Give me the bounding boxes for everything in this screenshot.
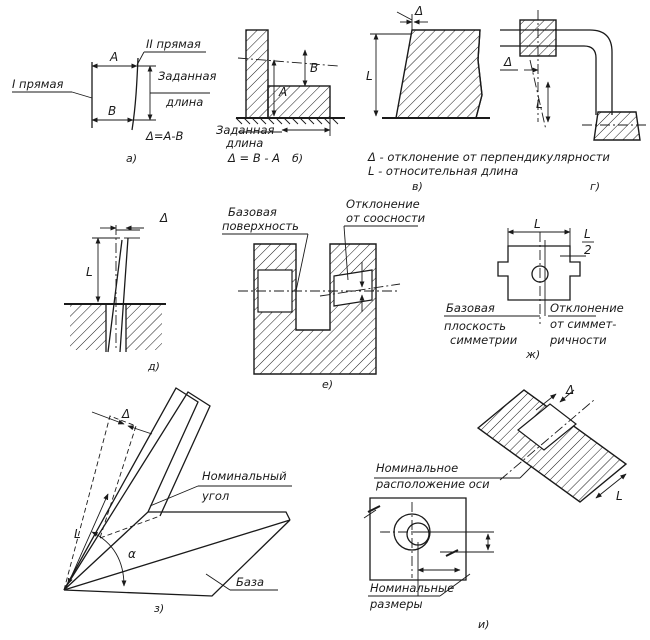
wall-section: [245, 29, 269, 119]
formula-a: Δ=A-B: [145, 129, 184, 143]
legend-length: L - относительная длина: [368, 164, 518, 178]
panel-a: I прямая II прямая A B Заданная длина Δ=…: [12, 37, 217, 165]
ground-left: [70, 304, 106, 350]
label-delta-d: Δ: [159, 211, 168, 225]
caption-v: в): [412, 180, 423, 193]
label-delta-i: Δ: [565, 383, 574, 397]
label-B: B: [108, 104, 116, 118]
label-L-z: L: [74, 527, 81, 541]
panel-d: Δ L д): [64, 211, 168, 373]
label-sizes-2: размеры: [369, 597, 423, 611]
block-section: [395, 29, 483, 119]
axis-line-b: [237, 57, 339, 67]
formula-b: Δ = B - A: [227, 151, 280, 165]
caption-i: и): [478, 618, 489, 631]
panel-zh: L L 2 Базовая плоскость симметрии Отклон…: [444, 217, 624, 361]
base-plane: [63, 519, 291, 597]
label-axis-1: Номинальное: [376, 461, 458, 475]
label-dev-zh-1: Отклонение: [550, 301, 624, 315]
label-nominal-2: угол: [201, 489, 230, 503]
label-dev-e-2: от соосности: [346, 211, 426, 225]
angle-arc: [91, 531, 127, 587]
label-L-d: L: [86, 265, 93, 279]
dim-delta-i: [559, 389, 575, 403]
plate-outline: [369, 497, 467, 581]
label-line-I: I прямая: [12, 77, 64, 91]
legend-deviation: Δ - отклонение от перпендикулярности: [367, 150, 610, 164]
label-given-2: длина: [165, 95, 203, 109]
symmetric-part: [497, 245, 581, 301]
label-L-zh: L: [534, 217, 541, 231]
label-delta-v: Δ: [414, 4, 423, 18]
label-delta-z: Δ: [121, 407, 130, 421]
right-bore: [333, 269, 373, 307]
label-L-i: L: [616, 489, 623, 503]
panel-v: Δ L в): [366, 4, 490, 193]
label-L-g: L: [536, 97, 543, 111]
label-given-b-2: длина: [225, 136, 263, 150]
straight-line-II: [131, 57, 139, 131]
label-axis-2: расположение оси: [375, 477, 490, 491]
label-L-v: L: [366, 69, 373, 83]
caption-zh: ж): [525, 348, 540, 361]
tilted-bore: [517, 403, 577, 451]
label-alpha: α: [128, 547, 136, 561]
tilted-part-section: [476, 389, 628, 503]
pin-outline: [107, 237, 129, 353]
label-given-b-1: Заданная: [216, 123, 275, 137]
caption-g: г): [590, 180, 600, 193]
dim-L-z: [67, 493, 109, 585]
label-half-bottom: 2: [584, 243, 592, 257]
arm-outline: [500, 29, 613, 115]
dim-delta-z: [127, 425, 153, 435]
label-dev-zh-3: ричности: [549, 333, 607, 347]
nominal-axis: [499, 399, 595, 481]
plate-section: [267, 85, 331, 119]
label-base-zh-2: плоскость: [444, 319, 506, 333]
caption-a: а): [126, 152, 137, 165]
label-half-top: L: [584, 227, 591, 241]
label-base-e-1: Базовая: [228, 205, 277, 219]
nominal-plane: [63, 415, 137, 591]
offset-axis-e: [319, 283, 401, 297]
ground-right: [126, 304, 162, 350]
caption-z: з): [154, 602, 164, 615]
panel-b: A B Заданная длина Δ = B - A б): [216, 29, 345, 165]
dim-L-i: [595, 473, 627, 499]
panel-g: Δ L г): [500, 10, 646, 193]
label-dev-zh-2: от симмет-: [550, 317, 616, 331]
caption-d: д): [147, 360, 160, 373]
label-A-b: A: [278, 85, 287, 99]
label-base-zh-1: Базовая: [446, 301, 495, 315]
label-delta-g: Δ: [503, 55, 512, 69]
label-sizes-1: Номинальные: [370, 581, 454, 595]
panel-e: Базовая поверхность Отклонение от соосно…: [222, 197, 426, 391]
label-base-zh-3: симметрии: [450, 333, 518, 347]
label-base-z: База: [236, 575, 264, 589]
foot-section: [593, 111, 641, 141]
label-given-1: Заданная: [158, 69, 217, 83]
section-mark-left: [363, 509, 377, 519]
caption-e: е): [322, 378, 333, 391]
label-nominal-1: Номинальный: [202, 469, 287, 483]
label-line-II: II прямая: [146, 37, 201, 51]
label-dev-e-1: Отклонение: [346, 197, 420, 211]
caption-b: б): [292, 152, 303, 165]
panel-z: Δ L α Номинальный угол База з): [63, 387, 292, 615]
label-base-e-2: поверхность: [222, 219, 299, 233]
section-mark-right: [445, 549, 459, 557]
label-B-b: B: [310, 61, 318, 75]
label-A: A: [109, 50, 118, 64]
panel-i: Номинальное расположение оси Номинальные…: [363, 383, 628, 631]
